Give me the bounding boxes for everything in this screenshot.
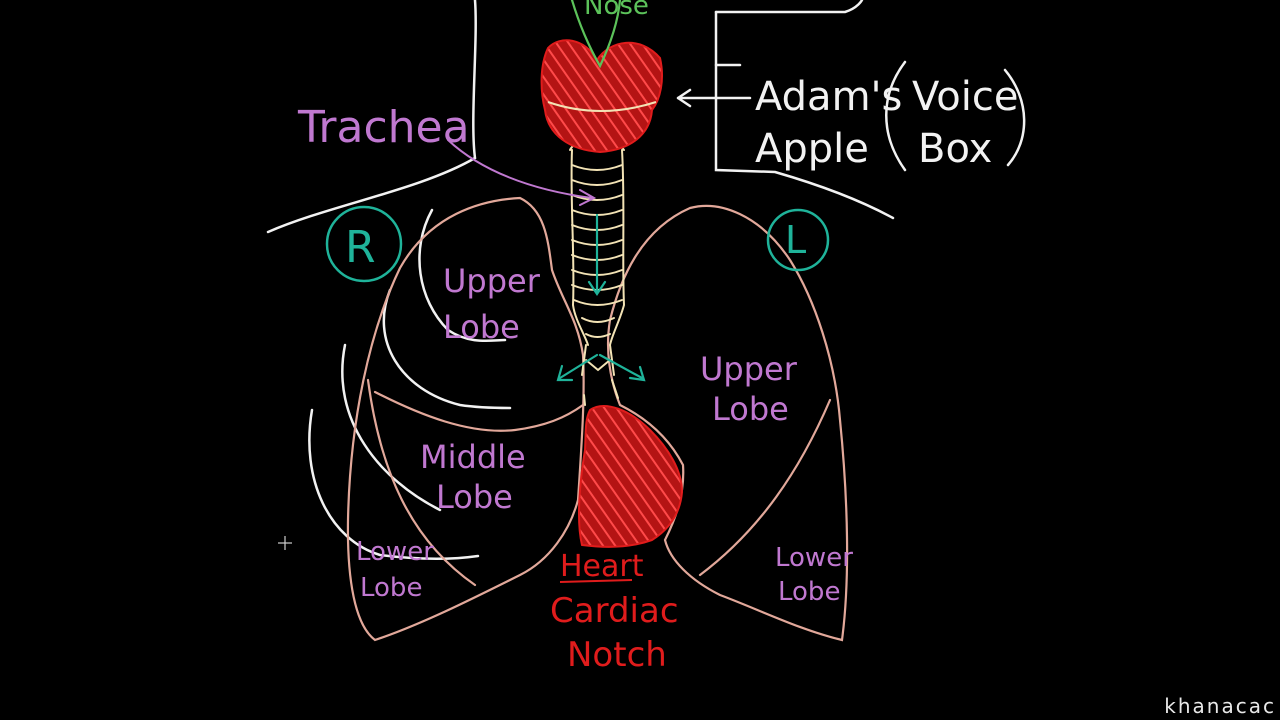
watermark: khanacac [1164,694,1276,718]
right-middle-lobe-line1: Middle [420,438,526,476]
heart-underline [559,579,633,583]
left-lower-lobe-line1: Lower [775,543,853,573]
adams-apple-line2: Apple [755,126,869,172]
trachea-label: Trachea [297,102,470,153]
voice-box-line1: Voice [912,74,1018,120]
heart [578,405,684,548]
left-lower-lobe-line2: Lobe [778,577,840,607]
left-marker-label: L [785,218,806,262]
cursor-crosshair-icon [278,536,292,550]
right-upper-lobe-line1: Upper [443,262,541,300]
paren-close [1003,68,1026,167]
heart-label: Heart [560,549,644,584]
paren-open [885,60,907,172]
nose [570,0,622,69]
nose-label: Nose [584,0,649,21]
right-middle-lobe-line2: Lobe [436,478,513,516]
cardiac-notch-line2: Notch [567,635,667,675]
voice-box-line2: Box [918,126,992,172]
right-circle [325,205,403,283]
left-upper-lobe-line1: Upper [700,350,798,388]
airflow-arrows [556,213,646,382]
right-marker-label: R [345,222,376,273]
left-upper-lobe-line2: Lobe [712,390,789,428]
right-lung [346,196,585,642]
left-circle [766,208,830,272]
cardiac-notch-line1: Cardiac [550,591,679,631]
right-upper-lobe-line2: Lobe [443,308,520,346]
larynx [540,39,663,154]
trachea-pointer [447,139,597,206]
side-markers [325,205,830,283]
right-lower-lobe-line2: Lobe [360,573,422,603]
adams-apple-line1: Adam's [755,74,902,120]
right-lower-lobe-line1: Lower [356,537,434,567]
body-outline [266,0,895,561]
